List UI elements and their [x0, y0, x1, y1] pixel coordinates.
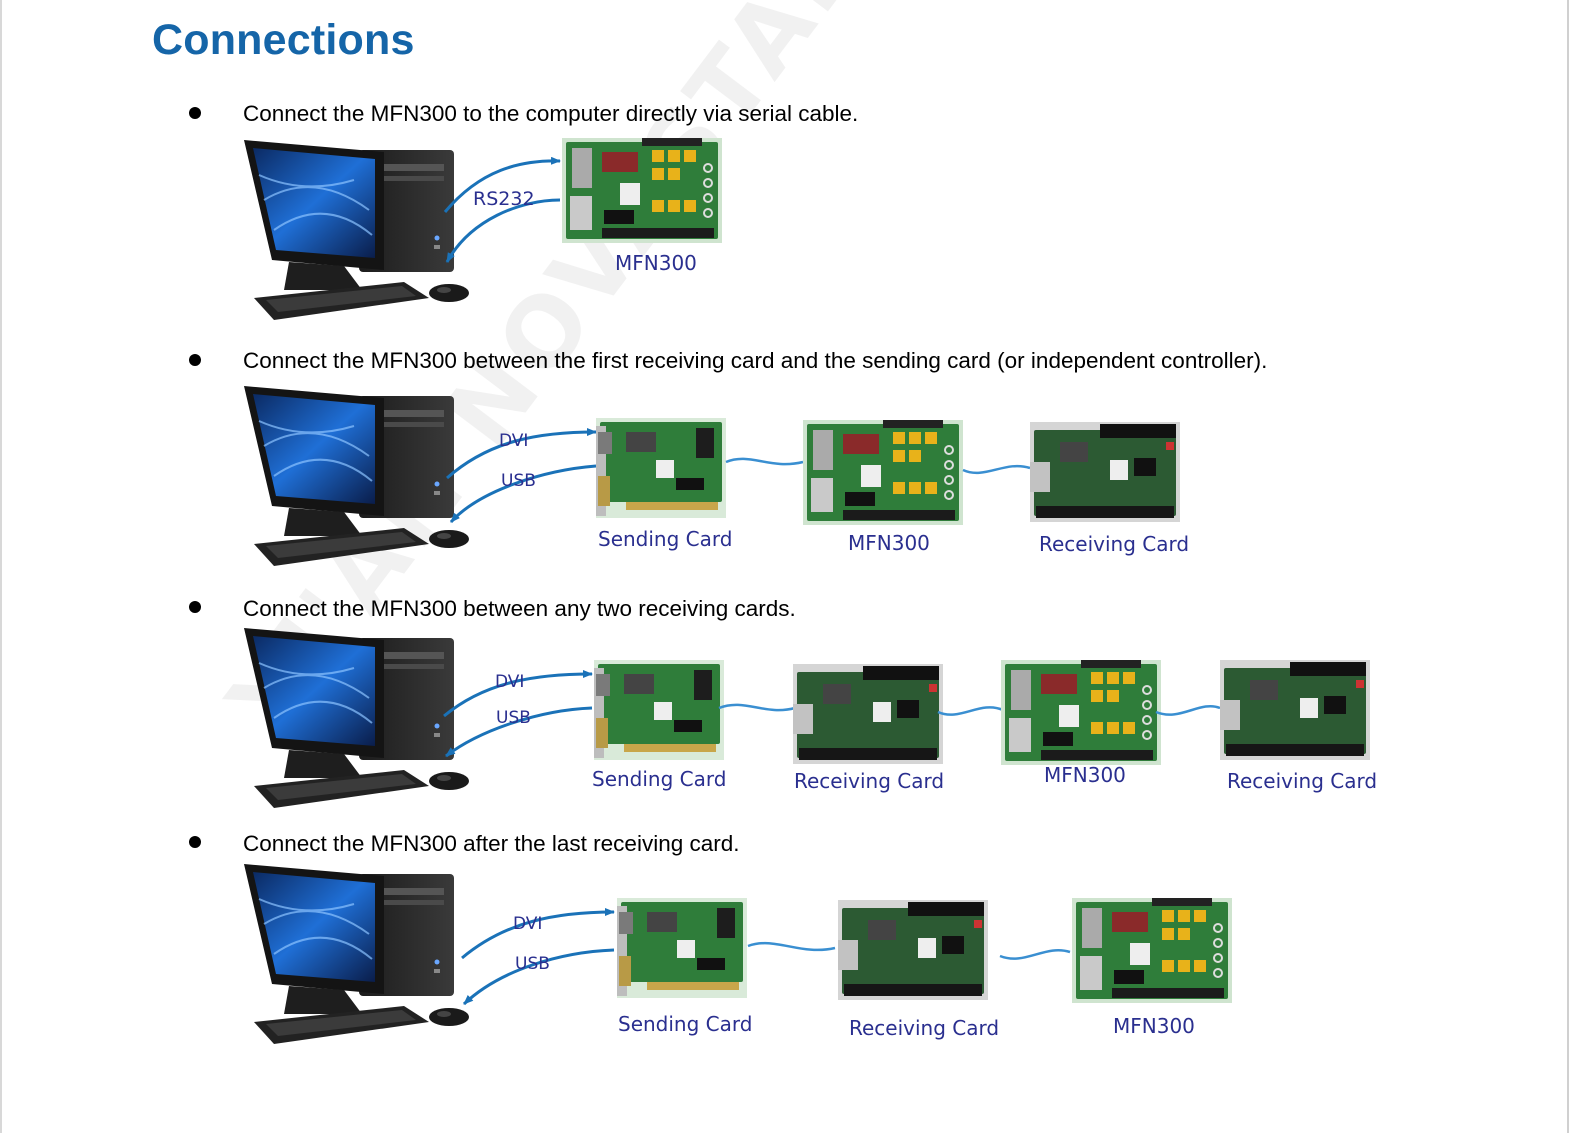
- receiving-card: [1030, 422, 1180, 522]
- link-label: USB: [496, 708, 531, 728]
- section-4-text: Connect the MFN300 after the last receiv…: [243, 831, 740, 856]
- link-label: DVI: [495, 672, 524, 692]
- device-label: MFN300: [848, 531, 930, 555]
- mfn300-board: [1000, 659, 1162, 766]
- computer: [243, 385, 470, 567]
- section-2-text: Connect the MFN300 between the first rec…: [243, 348, 1268, 373]
- link-label: RS232: [473, 188, 535, 210]
- bullet: [189, 354, 201, 366]
- device-label: Receiving Card: [794, 769, 944, 793]
- device-label: MFN300: [1113, 1014, 1195, 1038]
- link-label: USB: [515, 954, 550, 974]
- device-label: MFN300: [1044, 763, 1126, 787]
- receiving-card: [1220, 660, 1370, 760]
- sending-card: [617, 898, 747, 998]
- bullet: [189, 601, 201, 613]
- page-edge: [1567, 0, 1569, 1133]
- device-label: Receiving Card: [849, 1016, 999, 1040]
- page-edge: [0, 0, 2, 1133]
- mfn300-board: [1071, 897, 1233, 1004]
- device-label: Sending Card: [598, 527, 732, 551]
- device-label: Sending Card: [592, 767, 726, 791]
- bullet: [189, 836, 201, 848]
- device-label: Receiving Card: [1227, 769, 1377, 793]
- receiving-card: [838, 900, 988, 1000]
- mfn300-board: [802, 419, 964, 526]
- page-title: Connections: [152, 16, 415, 64]
- receiving-card: [793, 664, 943, 764]
- device-label: Sending Card: [618, 1012, 752, 1036]
- section-1-text: Connect the MFN300 to the computer direc…: [243, 101, 859, 126]
- computer: [243, 863, 470, 1045]
- sending-card: [596, 418, 726, 518]
- section-3-text: Connect the MFN300 between any two recei…: [243, 596, 796, 621]
- link-label: USB: [501, 471, 536, 491]
- computer: [243, 627, 470, 809]
- sending-card: [594, 660, 724, 760]
- link-label: DVI: [499, 431, 528, 451]
- device-label: Receiving Card: [1039, 532, 1189, 556]
- link-label: DVI: [513, 914, 542, 934]
- bullet: [189, 107, 201, 119]
- computer: [243, 139, 470, 321]
- device-label: MFN300: [615, 251, 697, 275]
- mfn300-board: [561, 137, 723, 244]
